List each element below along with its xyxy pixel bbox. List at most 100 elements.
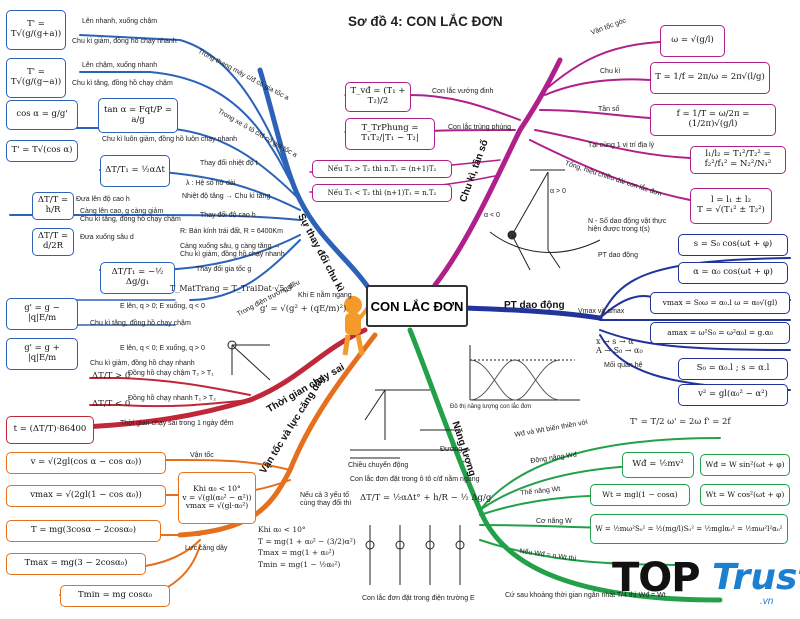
label-alpha-pos: α > 0: [550, 188, 566, 195]
formula-chu-ki: T = 1/f = 2π/ω = 2π√(l/g): [650, 62, 770, 94]
label-thay-doi-do-cao: Thay đổi độ cao h: [200, 212, 256, 219]
formula-dt-height: ΔT/T = h/R: [32, 192, 74, 220]
electric-field-diagram: [227, 340, 271, 381]
formula-amax: amax = ω²S₀ = ω²α₀l = g.α₀: [650, 322, 790, 344]
formula-dt-depth: ΔT/T = d/2R: [32, 228, 74, 256]
formula-dt-g: ΔT/T₁ = −½ Δg/g₁: [100, 262, 175, 294]
label-con-lac-dien-truong: Con lắc đơn đặt trong điện trường E: [362, 595, 475, 602]
center-node: CON LẮC ĐƠN: [366, 285, 468, 327]
label-dh-cham-t2: Đồng hồ chạy chậm T₂ > T₁: [128, 370, 214, 377]
label-duong: Đường: [440, 446, 463, 453]
label-co-nang: Cơ năng W: [536, 518, 572, 525]
formula-dt-temp: ΔT/T₁ = ½αΔt: [100, 155, 170, 187]
formula-tan-alpha: tan α = Fqt/P = a/g: [98, 98, 178, 133]
label-len-nhanh: Lên nhanh, xuống chậm: [82, 18, 158, 25]
label-thay-doi-g: Thay đổi gia tốc g: [196, 266, 252, 273]
label-trung-phung: Con lắc trùng phùng: [448, 124, 512, 131]
label-con-lac-tren-xe: Con lắc đơn đặt trong ô tô c/đ nằm ngang: [350, 476, 480, 483]
label-ck-giam: Chu kì giảm, đồng hồ chạy nhanh: [72, 38, 177, 45]
label-so-dao-dong: N - Số dao động vật thực hiện được trong…: [588, 218, 667, 233]
formula-t-prime-cos: T' = T√(cos α): [6, 140, 78, 162]
logo-vn-text: .vn: [760, 596, 774, 607]
label-luc-cang-day: Lực căng dây: [185, 545, 228, 552]
label-khi-e-ngang: Khi E nằm ngang: [298, 292, 352, 299]
label-do-thi: Đồ thị năng lượng con lắc đơn: [450, 404, 532, 410]
formula-velocity: v = √(2gl(cos α − cos α₀)): [6, 452, 166, 474]
label-chieu-chuyen-dong: Chiều chuyển động: [348, 462, 409, 469]
label-dua-len-do-cao: Đưa lên độ cao h: [76, 196, 130, 203]
label-alpha-neg: α < 0: [484, 212, 500, 219]
formula-vuong-dinh: T_vđ = (T₁ + T₂)/2: [345, 82, 411, 112]
label-tai-cung-vi-tri: Tại cùng 1 vị trí địa lý: [588, 142, 655, 149]
formula-cung-vi-tri: l₁/l₂ = T₁²/T₂² = f₂²/f₁² = N₂²/N₁²: [690, 146, 786, 174]
formula-omega: ω = √(g/l): [660, 25, 725, 57]
formula-g-plus: g' = g + |q|E/m: [6, 338, 78, 370]
pendulum-diagram: [489, 169, 601, 271]
label-cu-sau: Cứ sau khoảng thời gian ngắn nhất T/4 th…: [505, 592, 666, 599]
formula-x-eq: x → s → α A → S₀ → α₀: [596, 337, 643, 355]
formula-trung-phung: T_TrPhung = T₁T₂/|T₁ − T₂|: [345, 118, 435, 150]
car-diagram: [350, 389, 470, 459]
label-chu-ki: Chu kì: [600, 68, 621, 75]
label-moi-quan-he: Mối quan hệ: [604, 362, 643, 369]
formula-wt: Wt = mgl(1 − cosα): [590, 484, 690, 506]
field-arrows-diagram: [365, 525, 465, 585]
formula-t-mat-trang: T_MatTrang = T_TraiDat·√5,9: [170, 284, 293, 293]
label-ck-giam-3: Chu kì giảm, đồng hồ chạy nhanh: [90, 360, 195, 367]
label-thay-doi-nhiet-do: Thay đổi nhiệt độ t: [200, 160, 258, 167]
label-nhiet-do-tang: Nhiệt độ tăng → Chu kì tăng: [182, 193, 271, 200]
formula-g-horizontal: g' = √(g² + (qE/m)²): [260, 304, 347, 314]
branch-su-thay-doi-chu-ki: [9, 34, 373, 326]
label-ck-tang: Chu kì tăng, đồng hồ chạy chậm: [72, 80, 173, 87]
label-ck-giam-2: Chu kì luôn giảm, đồng hồ luôn chạy nhan…: [102, 136, 238, 143]
formula-tension: T = mg(3cosα − 2cosα₀): [6, 520, 161, 542]
formula-neu-t1-lon: Nếu T₁ > T₂ thì n.T₁ = (n+1)T₂: [312, 160, 452, 178]
formula-wt2: Wt = W cos²(ωt + φ): [700, 484, 790, 506]
branch-pt-dao-dong: [462, 257, 791, 391]
branch-label-pt-dao-dong: PT dao động: [504, 300, 565, 311]
label-cang-xuong-sau: Càng xuống sâu, g càng tăng → Chu kì giả…: [180, 243, 285, 258]
formula-s0-rel: S₀ = α₀.l ; s = α.l: [678, 358, 788, 380]
formula-t-day: t = (ΔT/T)·86400: [6, 416, 94, 444]
page-title: Sơ đồ 4: CON LẮC ĐƠN: [348, 14, 503, 29]
label-ban-kinh: R: Bán kính trái đất, R = 6400Km: [180, 228, 283, 235]
formula-vmax: vmax = S₀ω = α₀.l ω = α₀√(gl): [650, 292, 790, 314]
formula-dt-neg: ΔT/T < 0: [92, 399, 131, 409]
label-neu-ca-3: Nếu cả 3 yếu tố cùng thay đổi thì: [300, 492, 352, 507]
formula-w: W = ½mω²S₀² = ½(mg/l)S₀² = ½mglα₀² = ½mω…: [590, 514, 788, 544]
formula-tan-so: f = 1/T = ω/2π = (1/2π)√(g/l): [650, 104, 776, 136]
formula-v2-rel: v² = gl(α₀² − α²): [678, 384, 788, 406]
label-e-len-q-nho: E lên, q < 0; E xuống, q > 0: [120, 345, 205, 352]
toptrust-logo: TOP Trust .vn: [612, 553, 800, 615]
formula-tong-hieu: l = l₁ ± l₂ T = √(T₁² ± T₂²): [690, 188, 772, 224]
label-tg-chay-sai: Thời gian chạy sai trong 1 ngày đêm: [120, 420, 234, 427]
formula-tension-min: Tmin = mg cosα₀: [60, 585, 170, 607]
formula-small-tension: Khi α₀ < 10° T = mg(1 + α₀² − (3/2)α²) T…: [258, 525, 356, 569]
formula-tfw: T' = T/2 ω' = 2ω f' = 2f: [630, 417, 731, 427]
label-vmax-amax: Vmax và amax: [578, 308, 625, 315]
label-van-toc: Vận tốc: [190, 452, 214, 459]
logo-trust-text: Trust: [712, 557, 800, 598]
label-dua-xuong-sau: Đưa xuống sâu d: [80, 234, 134, 241]
formula-elevator-slow: T' = T√(g/(g−a)): [6, 58, 66, 98]
formula-s-pt: s = S₀ cos(ωt + φ): [678, 234, 788, 256]
branch-thoi-gian-chay-sai: [57, 327, 368, 431]
formula-dt-pos: ΔT/T > 0: [92, 371, 131, 381]
label-len-cham: Lên chậm, xuống nhanh: [82, 62, 158, 69]
formula-g-minus: g' = g − |q|E/m: [6, 298, 78, 330]
label-pt-dao-dong: PT dao động: [598, 252, 638, 259]
label-vuong-dinh: Con lắc vướng đinh: [432, 88, 494, 95]
formula-tension-max: Tmax = mg(3 − 2cosα₀): [6, 553, 146, 575]
label-dh-nhanh-t1: Đồng hồ chạy nhanh T₁ > T₂: [128, 395, 216, 402]
logo-top-text: TOP: [612, 555, 701, 601]
formula-wd: Wđ = ½mv²: [622, 452, 694, 478]
label-cang-len-cao: Càng lên cao, g càng giảm Chu kì tăng, đ…: [80, 208, 181, 223]
formula-elevator-fast: T' = T√(g/(g+a)): [6, 10, 66, 50]
formula-neu-t1-nho: Nếu T₁ < T₂ thì (n+1)T₁ = n.T₂: [312, 184, 452, 202]
label-tan-so: Tần số: [598, 106, 620, 113]
formula-small-angle-velocity: Khi α₀ < 10° v = √(gl(α₀² − α²)) vmax = …: [178, 472, 256, 524]
label-he-so-no-dai: λ : Hệ số nở dài: [186, 180, 236, 187]
presenter-figure: [342, 296, 372, 356]
formula-cos-alpha: cos α = g/g': [6, 100, 78, 130]
formula-dt-all: ΔT/T = ½αΔt° + h/R − ½ Δg/g: [360, 493, 492, 503]
